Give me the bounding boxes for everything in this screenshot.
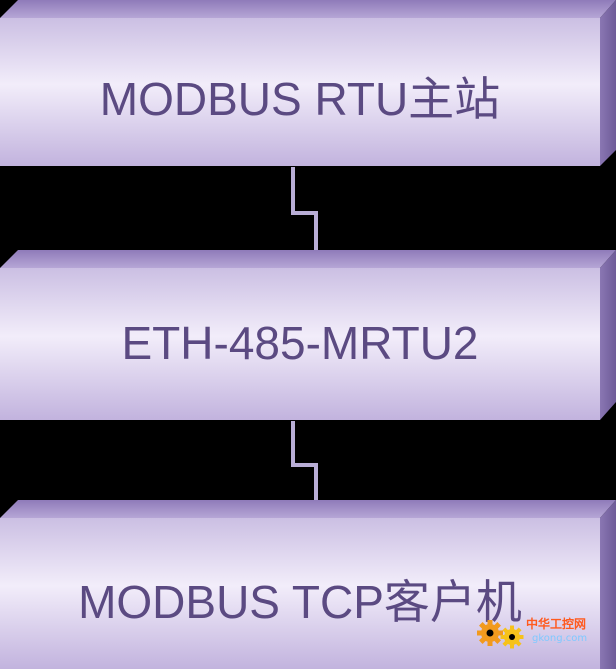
watermark-url: gkong.com	[532, 633, 588, 644]
gear-icon	[477, 620, 524, 649]
client-box	[0, 500, 616, 669]
site-watermark: 中华工控网 gkong.com	[476, 611, 606, 657]
gateway-box-top-face	[0, 250, 616, 268]
connector-gateway-client	[291, 421, 318, 500]
client-box-front-face	[0, 518, 600, 669]
master-box	[0, 0, 616, 166]
master-label: MODBUS RTU主站	[99, 73, 501, 125]
gateway-box	[0, 250, 616, 420]
master-box-front-face	[0, 18, 600, 166]
master-box-side-face	[600, 0, 616, 166]
client-box-top-face	[0, 500, 616, 518]
gateway-box-front-face	[0, 268, 600, 420]
gateway-label: ETH-485-MRTU2	[121, 317, 479, 369]
gateway-box-side-face	[600, 250, 616, 420]
connector-master-gateway	[291, 167, 318, 250]
client-label: MODBUS TCP客户机	[78, 576, 522, 628]
master-box-top-face	[0, 0, 616, 18]
client-box-side-face	[600, 500, 616, 669]
watermark-site-name: 中华工控网	[526, 617, 587, 631]
